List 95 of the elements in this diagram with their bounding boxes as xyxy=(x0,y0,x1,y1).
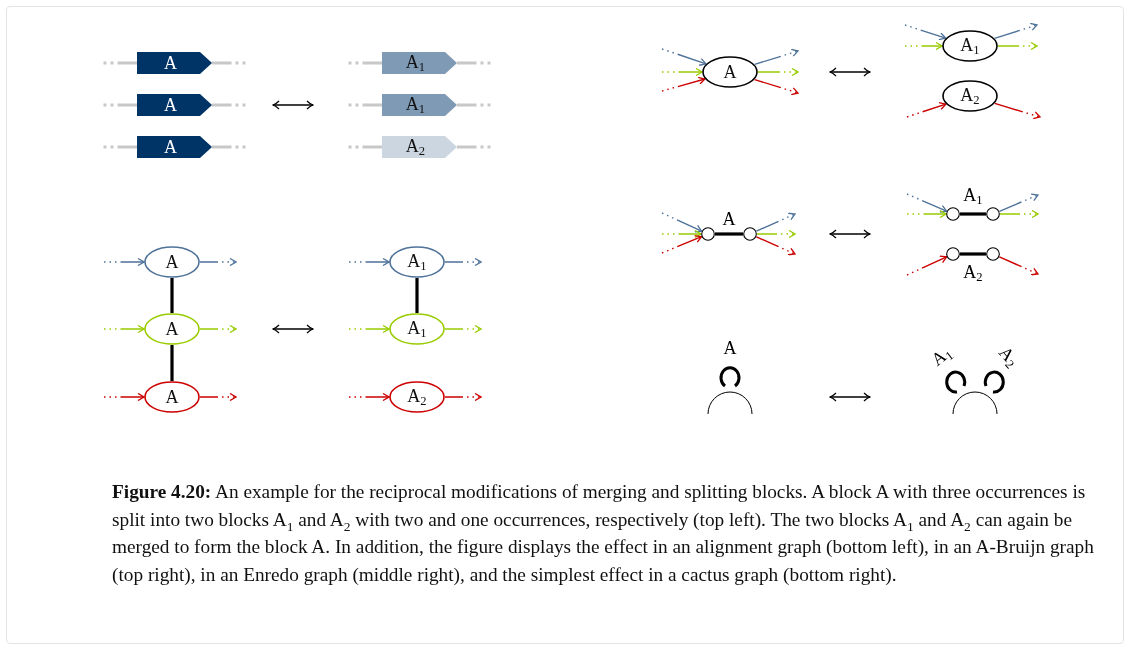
occurrence-arrow xyxy=(199,392,237,402)
block-ellipse xyxy=(389,313,445,345)
cactus-block-label: A xyxy=(723,339,737,357)
track-line xyxy=(457,103,491,107)
block-label: A$_{1}$ xyxy=(960,35,980,57)
block-edge xyxy=(960,252,986,256)
block-edge xyxy=(960,212,986,216)
vertex-circle xyxy=(743,227,757,241)
occurrence-arrow xyxy=(904,41,943,51)
occurrence-arrow xyxy=(661,212,703,233)
vertex-circle xyxy=(946,207,960,221)
occurrence-arrow xyxy=(348,324,390,334)
edge-label: A xyxy=(722,210,736,228)
track-line xyxy=(212,145,246,149)
track-line xyxy=(103,61,137,65)
block-label: A$_{1}$ xyxy=(407,251,427,273)
occurrence-arrow xyxy=(906,102,947,118)
occurrence-arrow xyxy=(904,24,947,41)
block-tag xyxy=(137,52,212,74)
track-line xyxy=(348,61,382,65)
occurrence-arrow xyxy=(348,392,390,402)
block-label: A xyxy=(165,320,179,338)
block-ellipse xyxy=(942,30,998,62)
occurrence-arrow xyxy=(906,193,948,213)
occurrence-arrow xyxy=(753,48,799,66)
occurrence-arrow xyxy=(999,209,1039,219)
block-ellipse xyxy=(144,246,200,278)
block-label: A xyxy=(164,138,177,156)
occurrence-arrow xyxy=(661,67,703,77)
block-edge xyxy=(170,278,174,313)
edge-label: A$_{2}$ xyxy=(963,262,983,284)
block-label: A$_{1}$ xyxy=(405,52,426,74)
occurrence-arrow xyxy=(444,392,482,402)
block-tag xyxy=(382,52,457,74)
block-label: A$_{1}$ xyxy=(407,318,427,340)
block-label: A xyxy=(165,253,179,271)
occurrence-arrow xyxy=(199,257,237,267)
occurrence-arrow xyxy=(998,256,1039,276)
occurrence-arrow xyxy=(755,212,796,232)
block-edge xyxy=(715,232,743,236)
block-label: A$_{2}$ xyxy=(405,136,426,158)
track-line xyxy=(212,103,246,107)
occurrence-arrow xyxy=(661,229,702,239)
block-label: A xyxy=(164,96,177,114)
occurrence-arrow xyxy=(444,324,482,334)
block-label: A xyxy=(165,388,179,406)
block-ellipse xyxy=(942,80,998,112)
track-line xyxy=(457,61,491,65)
block-edge xyxy=(415,278,419,313)
occurrence-arrow xyxy=(444,257,482,267)
occurrence-arrow xyxy=(103,324,145,334)
block-ellipse xyxy=(144,381,200,413)
occurrence-arrow xyxy=(661,48,707,66)
vertex-circle xyxy=(946,247,960,261)
block-label: A$_{2}$ xyxy=(960,85,980,107)
block-edge xyxy=(170,345,174,381)
occurrence-arrow xyxy=(997,41,1038,51)
track-line xyxy=(212,61,246,65)
block-label: A$_{1}$ xyxy=(405,94,426,116)
vertex-circle xyxy=(986,247,1000,261)
block-tag xyxy=(137,136,212,158)
block-label: A xyxy=(723,63,737,81)
occurrence-arrow xyxy=(906,209,947,219)
block-tag xyxy=(137,94,212,116)
block-label: A$_{2}$ xyxy=(407,386,427,408)
track-line xyxy=(457,145,491,149)
occurrence-arrow xyxy=(661,76,706,92)
block-tag xyxy=(382,94,457,116)
track-line xyxy=(103,103,137,107)
track-line xyxy=(103,145,137,149)
track-line xyxy=(348,145,382,149)
occurrence-arrow xyxy=(756,229,796,239)
occurrence-arrow xyxy=(103,257,145,267)
block-ellipse xyxy=(389,381,445,413)
occurrence-arrow xyxy=(994,102,1041,120)
occurrence-arrow xyxy=(661,235,703,254)
block-ellipse xyxy=(702,56,758,88)
occurrence-arrow xyxy=(906,255,948,276)
block-label: A xyxy=(164,54,177,72)
block-tag xyxy=(382,136,457,158)
occurrence-arrow xyxy=(998,193,1039,212)
occurrence-arrow xyxy=(753,78,799,96)
vertex-circle xyxy=(701,227,715,241)
occurrence-arrow xyxy=(348,257,390,267)
occurrence-arrow xyxy=(103,392,145,402)
figure-caption: Figure 4.20: An example for the reciprocal modifications of merging and splitting blocks. A block A with three occurrences is split into two blocks A$_{1}$ and A$_{2}$ with two and one occurrences, respectively (top left). The two blocks A$_{1}$ and A$_{2}$ can again be merged to form the block A. In addition, the figure displays the effect in an alignment graph (bottom left), in an A-Bruijn graph (top right), in an Enredo graph (middle right), and the simplest effect in a cactus graph (bottom right). xyxy=(112,480,1095,587)
occurrence-arrow xyxy=(199,324,237,334)
block-ellipse xyxy=(144,313,200,345)
occurrence-arrow xyxy=(993,22,1038,39)
occurrence-arrow xyxy=(757,67,799,77)
vertex-circle xyxy=(986,207,1000,221)
occurrence-arrow xyxy=(755,236,796,256)
edge-label: A$_{1}$ xyxy=(963,185,983,207)
block-ellipse xyxy=(389,246,445,278)
track-line xyxy=(348,103,382,107)
